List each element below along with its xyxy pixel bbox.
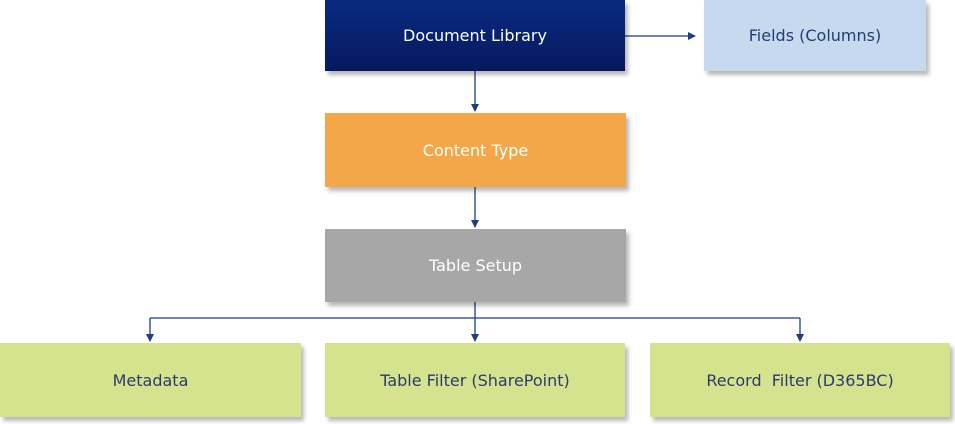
content-type-label: Content Type [422,140,529,160]
table-filter-box: Table Filter (SharePoint) [325,343,625,417]
record-filter-label: Record Filter (D365BC) [706,370,894,390]
content-type-box: Content Type [325,113,626,187]
fields-columns-box: Fields (Columns) [704,0,926,71]
document-library-label: Document Library [403,26,547,45]
metadata-box: Metadata [0,343,301,417]
document-library-box: Document Library [325,0,625,71]
metadata-label: Metadata [112,370,189,390]
table-setup-box: Table Setup [325,229,626,302]
table-filter-label: Table Filter (SharePoint) [380,370,570,390]
record-filter-box: Record Filter (D365BC) [650,343,950,417]
fields-columns-label: Fields (Columns) [748,26,882,45]
table-setup-label: Table Setup [428,256,523,275]
